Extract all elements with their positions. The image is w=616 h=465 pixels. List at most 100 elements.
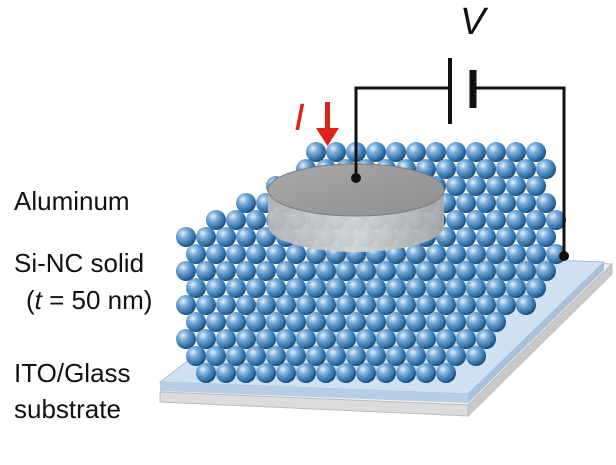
nanocrystal-sphere	[386, 312, 406, 332]
nanocrystal-sphere	[196, 295, 216, 315]
nanocrystal-sphere	[456, 159, 476, 179]
nanocrystal-sphere	[446, 244, 466, 264]
ito-glass-label: ITO/Glass	[14, 358, 131, 388]
substrate-label: substrate	[14, 394, 121, 424]
nanocrystal-sphere	[326, 312, 346, 332]
nanocrystal-sphere	[486, 176, 506, 196]
nanocrystal-sphere	[536, 159, 556, 179]
nanocrystal-sphere	[266, 312, 286, 332]
nanocrystal-sphere	[216, 261, 236, 281]
nanocrystal-sphere	[436, 295, 456, 315]
nanocrystal-sphere	[316, 329, 336, 349]
nanocrystal-sphere	[246, 346, 266, 366]
nanocrystal-sphere	[476, 159, 496, 179]
nanocrystal-sphere	[206, 346, 226, 366]
nanocrystal-sphere	[396, 329, 416, 349]
nanocrystal-sphere	[456, 193, 476, 213]
nanocrystal-sphere	[256, 261, 276, 281]
battery-symbol-icon	[448, 58, 477, 124]
nanocrystal-sphere	[476, 295, 496, 315]
nanocrystal-sphere	[306, 312, 326, 332]
nanocrystal-sphere	[366, 142, 386, 162]
nanocrystal-sphere	[526, 278, 546, 298]
nanocrystal-sphere	[406, 312, 426, 332]
nanocrystal-sphere	[416, 363, 436, 383]
nanocrystal-sphere	[376, 329, 396, 349]
nanocrystal-sphere	[196, 261, 216, 281]
nanocrystal-sphere	[426, 312, 446, 332]
nanocrystal-sphere	[236, 261, 256, 281]
nanocrystal-sphere	[496, 159, 516, 179]
nanocrystal-sphere	[186, 244, 206, 264]
nanocrystal-sphere	[376, 363, 396, 383]
thickness-label: (t = 50 nm)	[26, 285, 153, 315]
nanocrystal-sphere	[526, 210, 546, 230]
nanocrystal-sphere	[426, 278, 446, 298]
nanocrystal-sphere	[176, 329, 196, 349]
nanocrystal-sphere	[176, 227, 196, 247]
nanocrystal-sphere	[336, 363, 356, 383]
nanocrystal-sphere	[456, 329, 476, 349]
nanocrystal-sphere	[536, 261, 556, 281]
nanocrystal-sphere	[266, 278, 286, 298]
nanocrystal-sphere	[436, 363, 456, 383]
nanocrystal-sphere	[236, 227, 256, 247]
nanocrystal-sphere	[446, 210, 466, 230]
nanocrystal-sphere	[416, 261, 436, 281]
nanocrystal-sphere	[456, 295, 476, 315]
nanocrystal-sphere	[526, 244, 546, 264]
nanocrystal-sphere	[266, 244, 286, 264]
nanocrystal-sphere	[196, 329, 216, 349]
nanocrystal-sphere	[516, 227, 536, 247]
nanocrystal-sphere	[516, 261, 536, 281]
nanocrystal-sphere	[436, 261, 456, 281]
nanocrystal-sphere	[446, 142, 466, 162]
nanocrystal-sphere	[426, 346, 446, 366]
nanocrystal-sphere	[396, 261, 416, 281]
sinc-solid-label: Si-NC solid	[14, 248, 145, 278]
nanocrystal-sphere	[186, 346, 206, 366]
nanocrystal-sphere	[466, 176, 486, 196]
nanocrystal-sphere	[226, 278, 246, 298]
nanocrystal-sphere	[506, 278, 526, 298]
nanocrystal-sphere	[226, 312, 246, 332]
nanocrystal-sphere	[486, 210, 506, 230]
nanocrystal-sphere	[316, 261, 336, 281]
nanocrystal-sphere	[476, 193, 496, 213]
nanocrystal-sphere	[216, 295, 236, 315]
nanocrystal-sphere	[206, 278, 226, 298]
nanocrystal-sphere	[186, 312, 206, 332]
nanocrystal-sphere	[466, 312, 486, 332]
nanocrystal-sphere	[456, 227, 476, 247]
nanocrystal-sphere	[516, 295, 536, 315]
nanocrystal-sphere	[396, 363, 416, 383]
nanocrystal-sphere	[286, 244, 306, 264]
nanocrystal-sphere	[506, 210, 526, 230]
nanocrystal-sphere	[276, 261, 296, 281]
nanocrystal-sphere	[336, 329, 356, 349]
nanocrystal-sphere	[486, 278, 506, 298]
nanocrystal-sphere	[276, 329, 296, 349]
top-contact-dot	[351, 173, 361, 183]
nanocrystal-sphere	[446, 176, 466, 196]
nanocrystal-sphere	[416, 295, 436, 315]
nanocrystal-sphere	[356, 363, 376, 383]
nanocrystal-sphere	[506, 176, 526, 196]
nanocrystal-sphere	[496, 261, 516, 281]
nanocrystal-sphere	[376, 261, 396, 281]
nanocrystal-sphere	[246, 210, 266, 230]
nanocrystal-sphere	[356, 261, 376, 281]
nanocrystal-sphere	[476, 329, 496, 349]
nanocrystal-sphere	[236, 329, 256, 349]
nanocrystal-sphere	[416, 329, 436, 349]
nanocrystal-sphere	[316, 295, 336, 315]
nanocrystal-sphere	[516, 159, 536, 179]
nanocrystal-sphere	[236, 363, 256, 383]
nanocrystal-sphere	[286, 346, 306, 366]
nanocrystal-sphere	[326, 278, 346, 298]
nanocrystal-sphere	[296, 329, 316, 349]
nanocrystal-sphere	[526, 142, 546, 162]
nanocrystal-sphere	[506, 244, 526, 264]
nanocrystal-sphere	[536, 193, 556, 213]
nanocrystal-sphere	[376, 295, 396, 315]
